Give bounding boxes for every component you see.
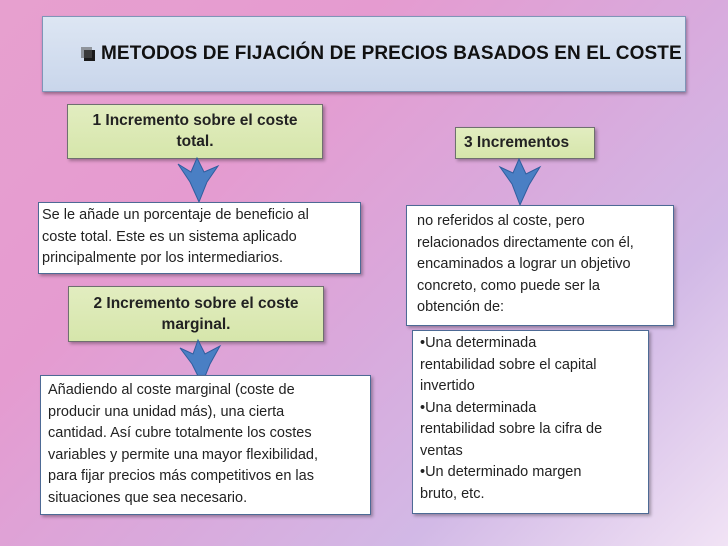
method2-desc-line3: cantidad. Así cubre totalmente los coste… [48,425,312,441]
method3-description-box: no referidos al coste, pero relacionados… [406,205,674,326]
method2-desc-line5: para fijar precios más competitivos en l… [48,468,314,484]
list-item: •Una determinada [420,399,537,416]
method3-desc-line5: obtención de: [417,299,505,315]
method3-objectives-list: •Una determinada rentabilidad sobre el c… [412,330,649,514]
method2-description-box: Añadiendo al coste marginal (coste de pr… [40,375,371,515]
page-title: METODOS DE FIJACIÓN DE PRECIOS BASADOS E… [101,43,682,64]
method1-heading-line1: 1 Incremento sobre el coste [92,112,298,129]
method3-desc-line4: concreto, como puede ser la [417,277,600,294]
method2-heading-line2: marginal. [161,316,231,333]
list-item: •Un determinado margen [420,464,582,480]
method2-desc-line1: Añadiendo al coste marginal (coste de [48,382,295,398]
list-item: invertido [420,378,475,394]
method1-heading-box: 1 Incremento sobre el coste total. [67,104,323,159]
method2-desc-line6: situaciones que sea necesario. [48,489,248,506]
list-item: rentabilidad sobre la cifra de [420,421,603,437]
down-arrow-icon [177,156,220,204]
method1-heading-line2: total. [176,133,214,150]
title-box: METODOS DE FIJACIÓN DE PRECIOS BASADOS E… [42,16,686,92]
method3-heading-box: 3 Incrementos [455,127,595,159]
method3-desc-line3: encaminados a lograr un objetivo [417,256,631,272]
method2-heading-line1: 2 Incremento sobre el coste [93,295,299,312]
method1-desc-line2: coste total. Este es un sistema aplicado [42,228,297,245]
method3-heading: 3 Incrementos [464,134,570,151]
checkbox-bullet-icon [81,47,95,61]
list-item: bruto, etc. [420,485,485,502]
method2-desc-line2: producir una unidad más), una cierta [48,403,285,420]
list-item: ventas [420,442,463,459]
down-arrow-icon [179,338,222,386]
method1-desc-line1: Se le añade un porcentaje de beneficio a… [42,207,309,223]
method1-description-box: Se le añade un porcentaje de beneficio a… [38,202,361,274]
list-item: rentabilidad sobre el capital [420,356,597,373]
method3-desc-line2: relacionados directamente con él, [417,234,634,251]
method2-desc-line4: variables y permite una mayor flexibilid… [48,446,318,463]
method3-desc-line1: no referidos al coste, pero [417,213,585,229]
down-arrow-icon [498,157,542,207]
method2-heading-box: 2 Incremento sobre el coste marginal. [68,286,324,342]
method1-desc-line3: principalmente por los intermediarios. [42,250,283,266]
list-item: •Una determinada [420,335,537,351]
